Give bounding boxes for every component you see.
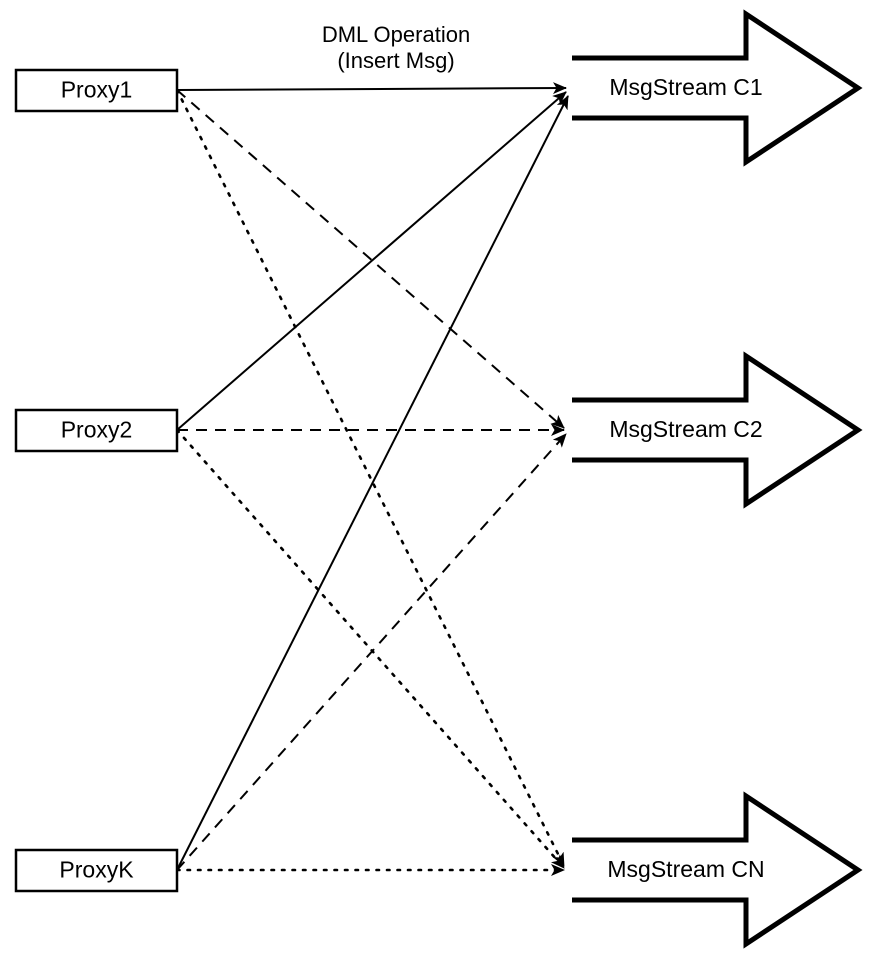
streams-layer: MsgStream C1 MsgStream C2 MsgStream CN	[572, 9, 863, 949]
msgstream-label-cn: MsgStream CN	[607, 856, 764, 882]
proxy-box-proxyK	[14, 848, 179, 893]
msgstream-node-cn[interactable]: MsgStream CN	[572, 791, 863, 949]
edge-proxy2-c1	[176, 91, 567, 431]
msgstream-arrow-shape-cn	[572, 791, 863, 949]
edge-label-line-2: (Insert Msg)	[337, 48, 454, 73]
edge-label-dml-operation: DML Operation (Insert Msg)	[322, 22, 470, 73]
proxy-node-proxy2[interactable]: Proxy2	[14, 408, 179, 453]
msgstream-node-c2[interactable]: MsgStream C2	[572, 351, 863, 509]
edge-label-line-1: DML Operation	[322, 22, 470, 47]
msgstream-label-c1: MsgStream C1	[609, 74, 762, 100]
edge-proxy2-cn	[175, 428, 566, 870]
edge-proxy1-cn	[175, 88, 566, 868]
edges-layer	[175, 82, 569, 876]
proxy-label-proxy2: Proxy2	[61, 417, 133, 443]
proxy-label-proxyK: ProxyK	[59, 857, 134, 883]
proxy-node-proxyK[interactable]: ProxyK	[14, 848, 179, 893]
msgstream-arrow-shape-c1	[572, 9, 863, 167]
edge-proxyK-c2	[176, 433, 567, 871]
edge-proxy1-c1	[176, 82, 567, 95]
edge-proxyK-c1	[176, 95, 569, 871]
edge-proxy1-c2	[176, 89, 565, 429]
proxy-box-proxy1	[14, 68, 179, 113]
msgstream-label-c2: MsgStream C2	[609, 416, 762, 442]
msgstream-node-c1[interactable]: MsgStream C1	[572, 9, 863, 167]
proxy-label-proxy1: Proxy1	[61, 77, 133, 103]
proxy-box-proxy2	[14, 408, 179, 453]
proxy-node-proxy1[interactable]: Proxy1	[14, 68, 179, 113]
msgstream-arrow-shape-c2	[572, 351, 863, 509]
